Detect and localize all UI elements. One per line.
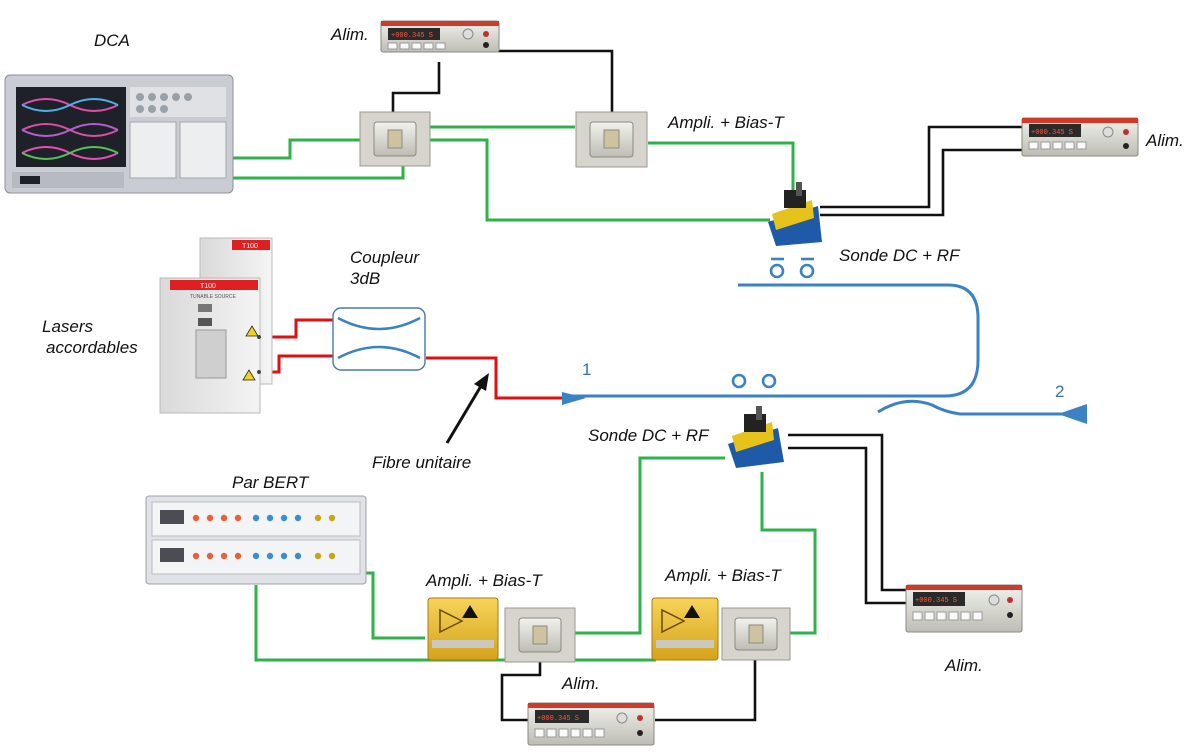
ampli-bias-tee-top (575, 111, 648, 168)
power-supply-bottom-right: +000.345 S (905, 584, 1023, 633)
dc-cable-probe-alim-a (788, 433, 908, 592)
ring-top-left (769, 263, 785, 279)
label-lasers-line1: Lasers (42, 317, 94, 336)
svg-text:T100: T100 (242, 243, 258, 250)
fiber-arrow (445, 373, 489, 444)
label-sonde-top: Sonde DC + RF (839, 246, 960, 265)
amplifier-bottom-2 (651, 597, 719, 661)
dc-cable-alim-mod1 (391, 62, 441, 113)
tunable-lasers: T100 T100 TUNABLE SOURCE (159, 237, 273, 414)
dc-cable-bias2-alim (655, 647, 757, 722)
rf-cable-ampli-probe (648, 141, 795, 195)
label-fibre-unitaire: Fibre unitaire (372, 453, 472, 472)
svg-text:+000.345 S: +000.345 S (1031, 129, 1073, 137)
power-supply-bottom: +000.345 S (527, 702, 655, 746)
waveguide-bus-2 (877, 399, 1062, 416)
fiber-coupler-out (426, 356, 562, 400)
par-bert (145, 495, 367, 585)
svg-text:+000.345 S: +000.345 S (391, 32, 433, 40)
dc-cable-alim-ampli (498, 49, 614, 112)
svg-text:TUNABLE SOURCE: TUNABLE SOURCE (190, 294, 237, 300)
svg-text:+000.345 S: +000.345 S (537, 715, 579, 723)
label-alim-right: Alim. (1146, 131, 1184, 150)
label-ampli-top: Ampli. + Bias-T (668, 113, 784, 132)
ring-bottom-right (761, 373, 777, 389)
label-dca: DCA (94, 31, 130, 50)
rf-cable-probe-bias2 (760, 472, 817, 635)
rf-cable-mod1-probe (430, 138, 770, 222)
label-alim-top: Alim. (331, 25, 369, 44)
label-ampli-bottom-right: Ampli. + Bias-T (665, 566, 781, 585)
amplifier-bottom-1 (427, 597, 499, 661)
port-1-triangle (562, 392, 586, 405)
ring-resonators (731, 257, 815, 389)
label-ampli-bottom-left: Ampli. + Bias-T (426, 571, 542, 590)
dc-cable-probe-alim-b (788, 446, 908, 605)
photonic-waveguide (562, 283, 1062, 416)
label-alim-bottom: Alim. (562, 674, 600, 693)
label-lasers-line2: accordables (46, 338, 138, 357)
svg-text:T100: T100 (200, 283, 216, 290)
svg-text:+000.345 S: +000.345 S (915, 597, 957, 605)
dca-oscilloscope (4, 74, 234, 194)
rf-cable-dca-mod1-a (232, 138, 363, 160)
fiber-laser-lower (262, 354, 334, 374)
probe-dc-rf-top (768, 182, 822, 246)
rf-cable-bert-ampli (366, 571, 425, 640)
probe-dc-rf-bottom (728, 406, 784, 468)
waveguide-loop (562, 283, 980, 398)
dc-cable-alim-right-a (820, 125, 1022, 209)
label-coupleur-line2: 3dB (350, 269, 381, 288)
label-par-bert: Par BERT (232, 473, 309, 492)
dc-cable-alim-right-b (820, 148, 1022, 217)
rf-cable-bias-probe (575, 456, 725, 635)
power-supply-right: +000.345 S (1021, 117, 1139, 157)
label-coupleur: Coupleur 3dB (350, 247, 419, 289)
label-lasers: Lasers accordables (42, 316, 138, 358)
label-alim-bottom-right: Alim. (945, 656, 983, 675)
rf-cable-dca-mod1-b (232, 165, 405, 180)
dc-cables (391, 49, 1022, 722)
fiber-laser-upper (262, 318, 334, 339)
bias-tee-module-1 (359, 111, 431, 167)
dc-cable-bias-alim (500, 660, 542, 722)
label-sonde-bottom: Sonde DC + RF (588, 426, 709, 445)
label-coupleur-line1: Coupleur (350, 248, 419, 267)
bias-tee-module-bottom-2 (721, 607, 791, 661)
rf-cables (232, 125, 817, 662)
ring-top-right (799, 263, 815, 279)
label-port-1: 1 (582, 360, 592, 379)
label-port-2: 2 (1055, 382, 1065, 401)
port-2-triangle (1058, 404, 1087, 424)
ring-bottom-left (731, 373, 747, 389)
power-supply-top: +000.345 S (380, 20, 500, 53)
bias-tee-module-bottom-1 (504, 607, 576, 663)
coupler-3db (332, 307, 426, 371)
